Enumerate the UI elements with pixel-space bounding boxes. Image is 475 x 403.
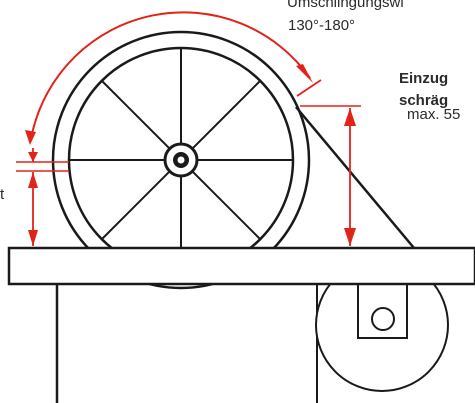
left-dim-arrow-upper [28,152,38,162]
feed-max-label: max. 55 [407,106,461,123]
feed-dim-arrow-down [344,228,356,246]
base-plate [7,246,475,286]
wrap-angle-range: 130°-180° [288,17,356,34]
wrap-angle-title: Umschlingungswi [287,0,404,11]
feed-title: Einzug [399,70,449,87]
left-dim-arrow-up [28,172,38,188]
wrap-angle-tick [296,79,322,97]
wheel-axle-center [177,156,185,164]
left-dim-arrow-down [28,230,38,246]
wrap-angle-arc [31,11,311,135]
wrap-angle-arrow-left [25,130,36,145]
feed-dim-arrow-up [344,108,356,126]
wrap-angle-arrow-right [296,64,313,83]
belt-oblique-edge [295,106,415,249]
feed-oblique-label: schräg [399,92,449,109]
roller-bracket-hole [371,307,395,331]
left-label-fragment: t [0,186,5,203]
